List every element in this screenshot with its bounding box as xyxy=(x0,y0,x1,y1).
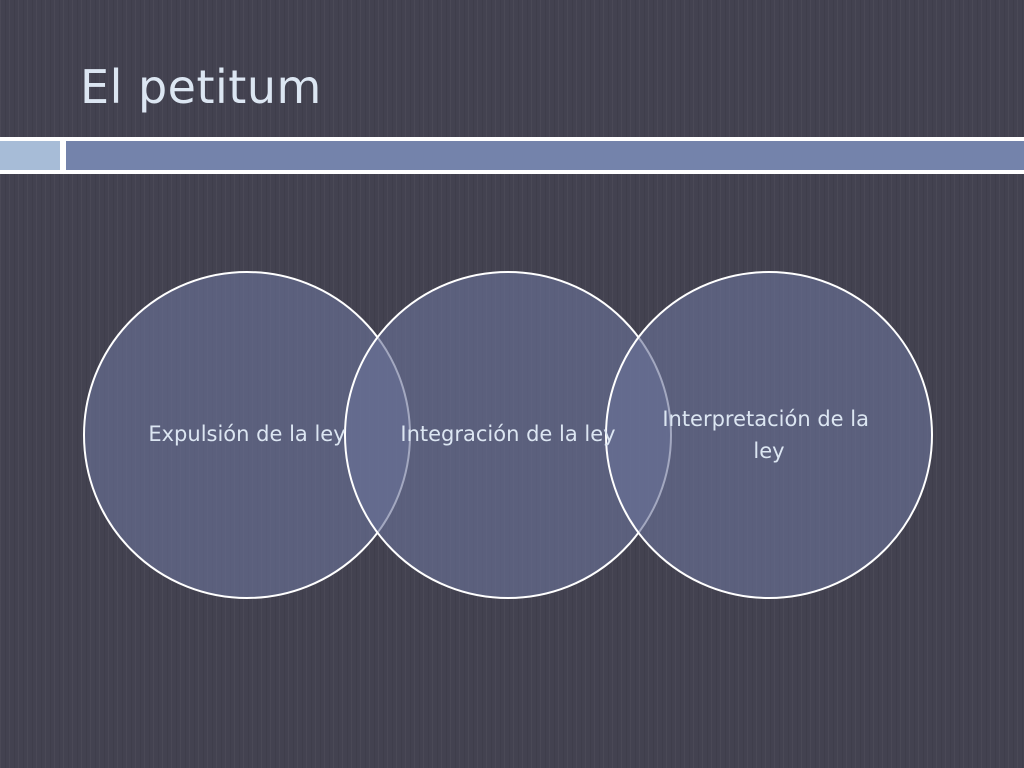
header-rule-top xyxy=(0,137,1024,141)
venn-circle-interpretacion xyxy=(605,271,933,599)
venn-label-expulsion: Expulsión de la ley xyxy=(148,422,345,446)
header-band-left xyxy=(0,141,60,170)
venn-label-integracion: Integración de la ley xyxy=(400,422,615,446)
header-band-right xyxy=(66,141,1024,170)
venn-label-interpretacion-line-1: Interpretación de la xyxy=(662,407,869,431)
venn-label-integracion-line-1: Integración de la ley xyxy=(400,422,615,446)
header-band-gap xyxy=(60,141,66,170)
venn-label-interpretacion-line-2: ley xyxy=(753,439,784,463)
venn-label-expulsion-line-1: Expulsión de la ley xyxy=(148,422,345,446)
slide-title: El petitum xyxy=(80,60,322,114)
venn-label-interpretacion: Interpretación de la ley xyxy=(662,407,875,463)
header-rule-bottom xyxy=(0,170,1024,174)
